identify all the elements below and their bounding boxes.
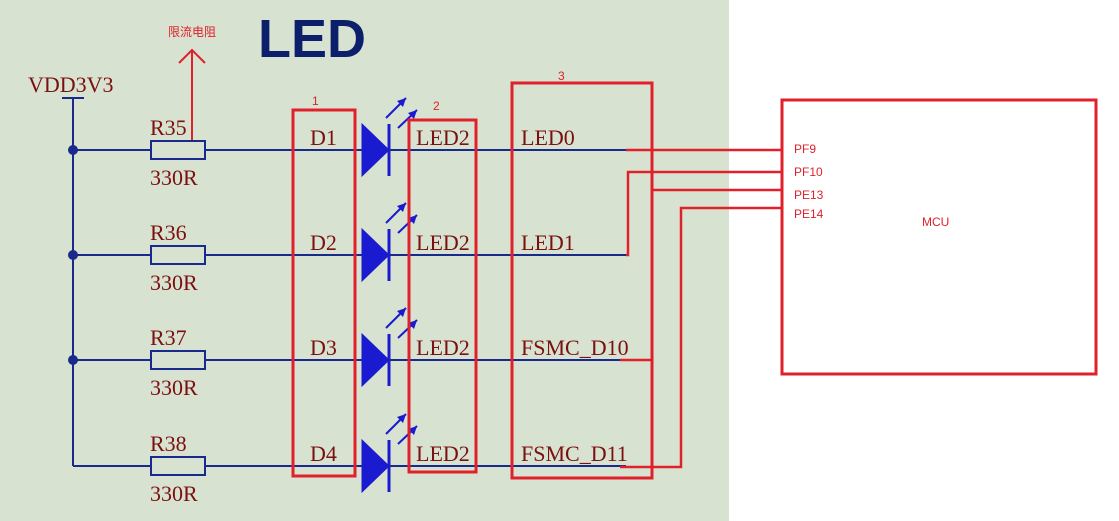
- led-diode-symbol: [361, 122, 390, 178]
- mcu-pin-label: PF10: [794, 165, 823, 179]
- mcu-connections: [620, 148, 782, 469]
- connection-pf10: [626, 170, 782, 257]
- net-label: FSMC_D10: [521, 335, 629, 360]
- current-limit-annotation: 限流电阻: [168, 25, 216, 39]
- diode-designator: D3: [310, 335, 337, 360]
- diode-part-name: LED2: [416, 230, 470, 255]
- light-arrow-icon: [385, 97, 407, 119]
- light-arrow-icon: [385, 307, 407, 329]
- mcu-label: MCU: [922, 215, 949, 229]
- led-row: R37 330R D3 LED2 FSMC_D10: [68, 307, 629, 400]
- mcu-block: [780, 98, 1098, 376]
- supply-label: VDD3V3: [28, 72, 114, 97]
- diode-designator: D2: [310, 230, 337, 255]
- resistor-designator: R36: [150, 220, 187, 245]
- net-label: FSMC_D11: [521, 441, 628, 466]
- connection-pe13: [620, 188, 782, 362]
- resistor-value: 330R: [150, 375, 198, 400]
- mcu-pin-label: PE13: [794, 188, 824, 202]
- diode-designator: D4: [310, 441, 337, 466]
- resistor-designator: R38: [150, 431, 187, 456]
- net-label: LED1: [521, 230, 575, 255]
- diode-part-name: LED2: [416, 125, 470, 150]
- light-arrow-icon: [385, 202, 407, 224]
- resistor-value: 330R: [150, 270, 198, 295]
- led-diode-symbol: [361, 227, 390, 283]
- led-diode-symbol: [361, 438, 390, 494]
- led-row: R35 330R D1 LED2 LED0: [68, 97, 626, 190]
- led-row: R36 330R D2 LED2 LED1: [68, 202, 626, 295]
- box-number-2: 2: [433, 99, 440, 113]
- box-number-1: 1: [312, 94, 319, 108]
- diode-part-name: LED2: [416, 441, 470, 466]
- annotation-arrow: [178, 48, 206, 140]
- mcu-pin-label: PE14: [794, 207, 824, 221]
- diode-designator-box: [291, 108, 357, 478]
- schematic-title: LED: [258, 9, 366, 69]
- led-diode-symbol: [361, 332, 390, 388]
- supply-symbol: [62, 97, 84, 466]
- connection-pe14: [620, 206, 782, 469]
- box-number-3: 3: [558, 69, 565, 83]
- diode-part-name: LED2: [416, 335, 470, 360]
- light-arrow-icon: [385, 413, 407, 435]
- net-label: LED0: [521, 125, 575, 150]
- resistor-value: 330R: [150, 165, 198, 190]
- part-name-box: [407, 118, 478, 474]
- resistor-value: 330R: [150, 481, 198, 506]
- resistor-designator: R37: [150, 325, 187, 350]
- mcu-pin-label: PF9: [794, 142, 816, 156]
- resistor-designator: R35: [150, 115, 187, 140]
- diode-designator: D1: [310, 125, 337, 150]
